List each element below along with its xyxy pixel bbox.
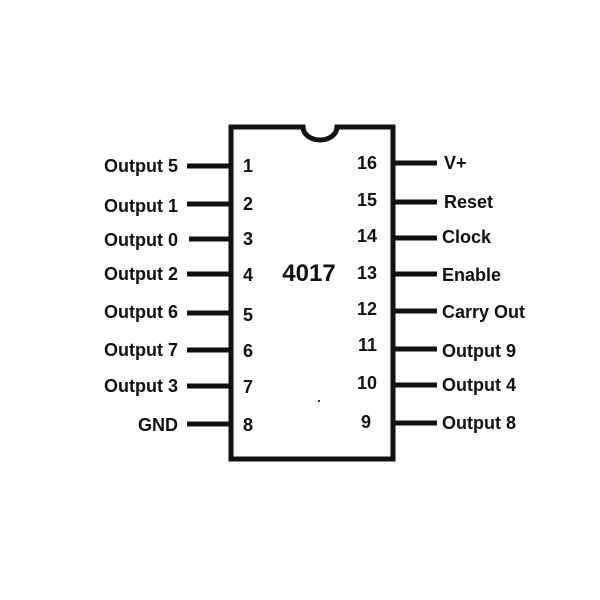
right-pin-label: V+: [444, 153, 467, 173]
right-pin-number: 10: [357, 373, 377, 393]
left-pin-label: Output 6: [104, 302, 178, 322]
left-pin-number: 3: [243, 229, 253, 249]
right-pin-leads: [393, 160, 437, 426]
left-pin-number: 1: [243, 156, 253, 176]
left-pin-label: Output 7: [104, 340, 178, 360]
left-pin-number: 7: [243, 377, 253, 397]
left-pin-number: 6: [243, 341, 253, 361]
left-pin-leads: [187, 163, 231, 427]
right-pin-number: 11: [358, 335, 377, 355]
left-pin-number: 2: [243, 194, 253, 214]
left-pin-label: Output 1: [104, 196, 178, 216]
left-pin-label: Output 0: [104, 230, 178, 250]
right-pin-label: Output 9: [442, 341, 516, 361]
right-pin-label: Reset: [444, 192, 493, 212]
right-pin-number: 9: [361, 412, 371, 432]
right-pin-label: Carry Out: [442, 302, 525, 322]
right-pin-label: Output 8: [442, 413, 516, 433]
left-pin-label: Output 3: [104, 376, 178, 396]
left-pin-number: 8: [243, 415, 253, 435]
left-pin-number: 5: [243, 305, 253, 325]
left-pin-label: Output 5: [104, 156, 178, 176]
right-pin-number: 14: [357, 226, 377, 246]
left-pin-number: 4: [243, 265, 253, 285]
chip-body: [228, 124, 396, 462]
right-pin-number: 13: [357, 263, 377, 283]
chip-name: 4017: [282, 260, 335, 287]
right-pin-number: 15: [357, 190, 377, 210]
left-pin-label: GND: [138, 415, 178, 435]
chip-dot-mark: [318, 400, 320, 402]
right-pin-label: Enable: [442, 265, 501, 285]
right-pin-label: Output 4: [442, 375, 516, 395]
right-pin-number: 16: [357, 153, 377, 173]
right-pin-number: 12: [357, 299, 377, 319]
right-pin-label: Clock: [442, 227, 492, 247]
left-pin-label: Output 2: [104, 264, 178, 284]
